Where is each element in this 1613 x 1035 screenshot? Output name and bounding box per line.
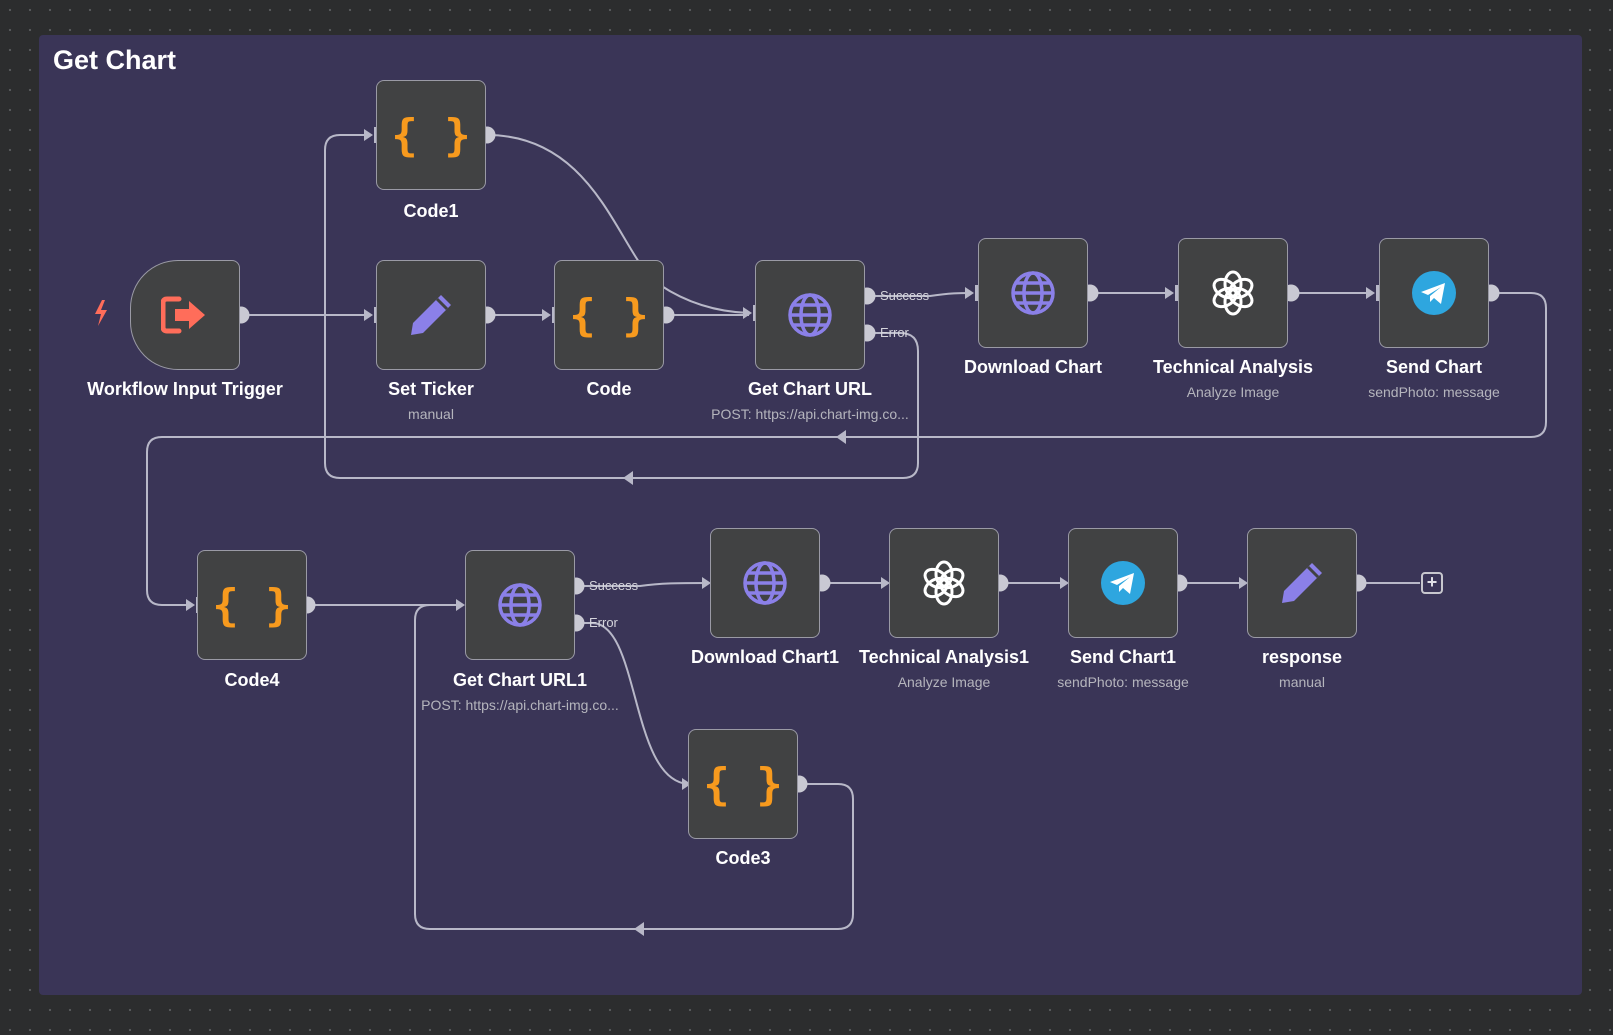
telegram-icon — [1412, 271, 1456, 315]
node-label: Download Chart1 — [690, 647, 839, 667]
pencil-icon — [1282, 563, 1322, 603]
connection-send-chart-code4 — [146, 292, 1547, 606]
node-technical-analysis1[interactable] — [889, 528, 999, 638]
connection-success-download-chart1 — [576, 582, 709, 587]
sticky-note-title: Get Chart — [53, 45, 177, 75]
node-subtitle: manual — [408, 406, 454, 422]
node-set-ticker[interactable] — [376, 260, 486, 370]
node-workflow-input-trigger[interactable] — [130, 260, 240, 370]
connection-error-code1 — [324, 134, 919, 479]
error-port-label: Error — [880, 325, 909, 340]
node-response[interactable] — [1247, 528, 1357, 638]
node-subtitle: Analyze Image — [1186, 384, 1280, 400]
node-code3[interactable]: { } — [688, 729, 798, 839]
code-braces-icon: { } — [212, 579, 292, 631]
globe-icon — [743, 561, 787, 605]
globe-icon — [498, 583, 542, 627]
sign-in-icon — [161, 296, 205, 334]
node-download-chart1[interactable] — [710, 528, 820, 638]
code-braces-icon: { } — [569, 289, 649, 341]
globe-icon — [1011, 271, 1055, 315]
node-code[interactable]: { } — [554, 260, 664, 370]
openai-icon — [923, 560, 965, 606]
node-label: Technical Analysis — [1152, 357, 1314, 377]
success-port-label: Success — [880, 288, 930, 303]
node-get-chart-url[interactable] — [755, 260, 865, 370]
node-label: Get Chart URL — [747, 379, 872, 399]
node-label: response — [1261, 647, 1343, 667]
add-node-button[interactable]: + — [1421, 572, 1443, 594]
node-label: Technical Analysis1 — [858, 647, 1030, 667]
node-label: Download Chart — [964, 357, 1102, 377]
connection-error-code3 — [576, 622, 689, 785]
mid-arrow — [623, 471, 633, 485]
node-technical-analysis[interactable] — [1178, 238, 1288, 348]
node-subtitle: sendPhoto: message — [1057, 674, 1189, 690]
node-label: Code1 — [403, 201, 459, 221]
node-label: Send Chart1 — [1069, 647, 1177, 667]
node-subtitle: sendPhoto: message — [1368, 384, 1500, 400]
node-label: Workflow Input Trigger — [87, 379, 283, 399]
node-label: Code — [586, 379, 632, 399]
code-braces-icon: { } — [391, 109, 471, 161]
openai-icon — [1212, 270, 1254, 316]
node-subtitle: Analyze Image — [897, 674, 991, 690]
node-subtitle: POST: https://api.chart-img.co... — [711, 406, 909, 422]
node-send-chart1[interactable] — [1068, 528, 1178, 638]
success-port-label: Success — [589, 578, 639, 593]
node-code4[interactable]: { } — [197, 550, 307, 660]
telegram-icon — [1101, 561, 1145, 605]
mid-arrow — [634, 922, 644, 936]
node-download-chart[interactable] — [978, 238, 1088, 348]
trigger-bolt-icon — [95, 300, 107, 326]
node-code1[interactable]: { } — [376, 80, 486, 190]
mid-arrow — [836, 430, 846, 444]
node-subtitle: manual — [1279, 674, 1325, 690]
node-label: Set Ticker — [388, 379, 474, 399]
node-label: Code3 — [715, 848, 771, 868]
node-subtitle: POST: https://api.chart-img.co... — [421, 697, 619, 713]
error-port-label: Error — [589, 615, 618, 630]
code-braces-icon: { } — [703, 758, 783, 810]
sticky-note[interactable]: Get Chart — [39, 35, 1582, 995]
globe-icon — [788, 293, 832, 337]
node-label: Send Chart — [1385, 357, 1482, 377]
pencil-icon — [411, 295, 451, 335]
node-get-chart-url1[interactable] — [465, 550, 575, 660]
node-send-chart[interactable] — [1379, 238, 1489, 348]
node-label: Code4 — [224, 670, 280, 690]
node-label: Get Chart URL1 — [452, 670, 587, 690]
